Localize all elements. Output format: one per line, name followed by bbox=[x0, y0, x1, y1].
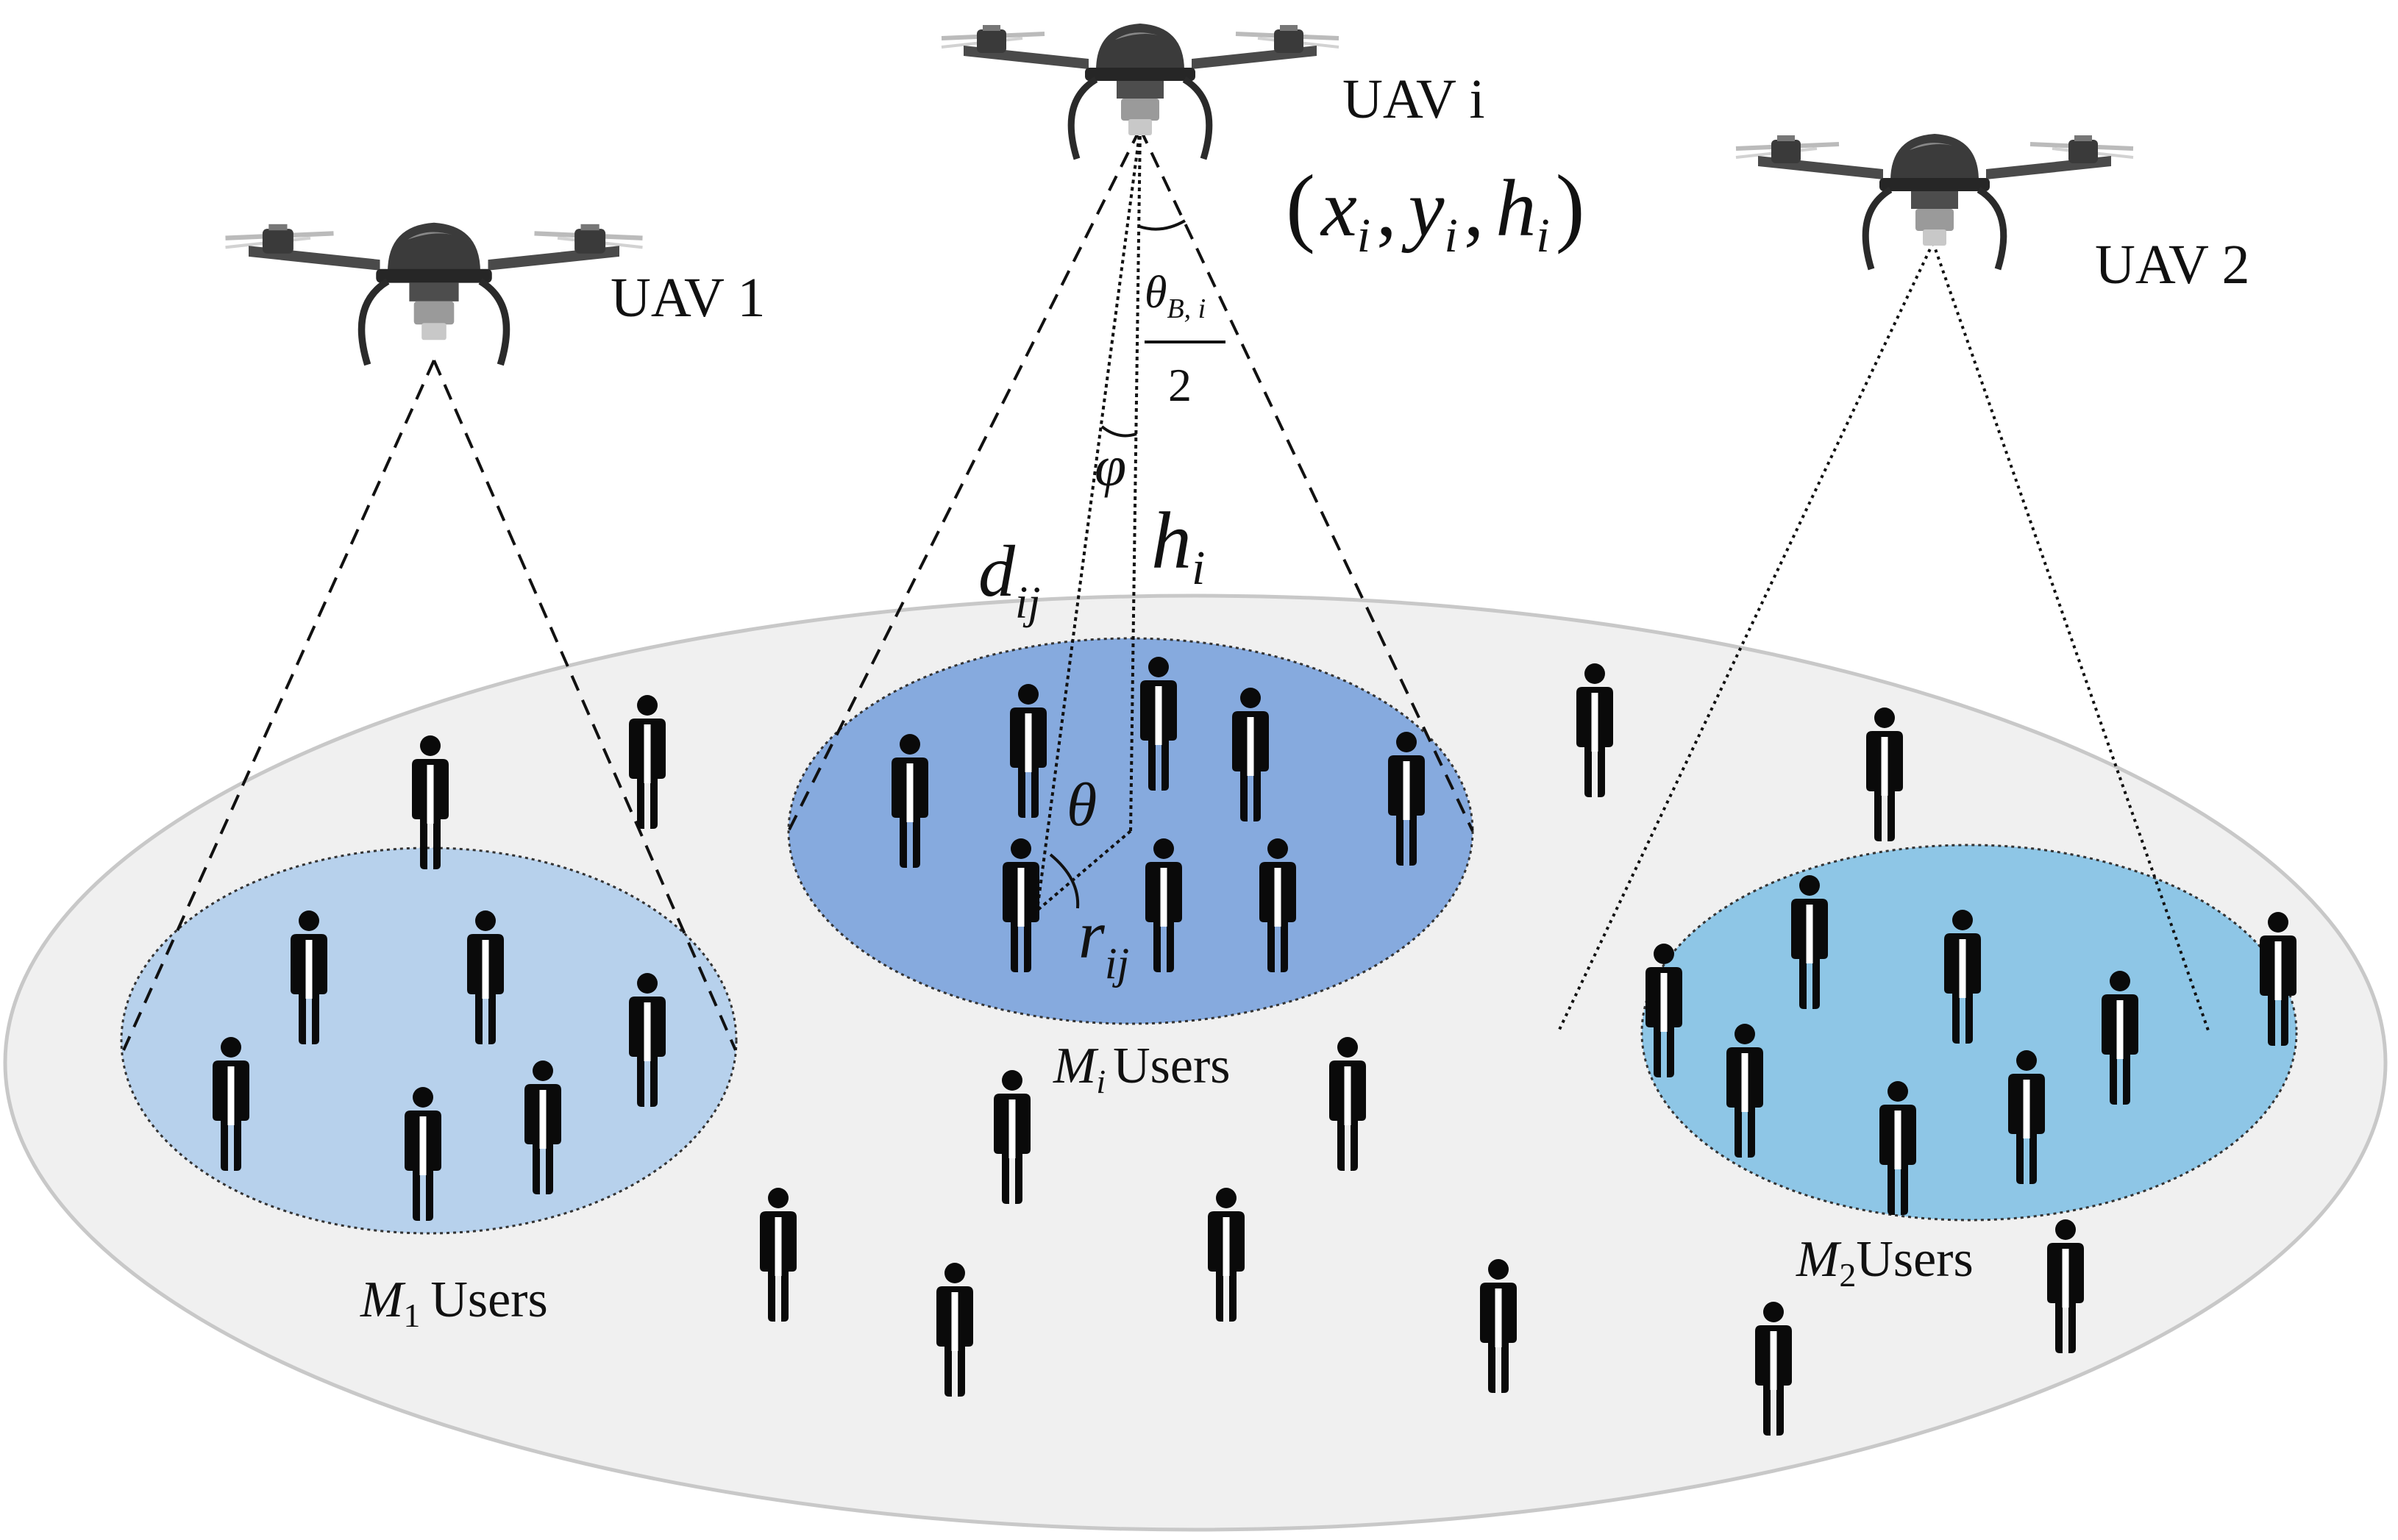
ground-distance-line-rij bbox=[1036, 830, 1132, 912]
phi-angle-arc bbox=[1100, 425, 1137, 438]
height-symbol: hi bbox=[1151, 496, 1205, 595]
uav-i-label: UAV i bbox=[1342, 68, 1485, 130]
uav-2-drone-icon bbox=[1736, 134, 2133, 269]
distance-symbol: dij bbox=[978, 530, 1040, 628]
uav-2-label: UAV 2 bbox=[2095, 234, 2249, 296]
ground-area bbox=[3, 593, 2388, 1532]
distance-line-dij bbox=[1036, 128, 1142, 911]
angle-arcs bbox=[1049, 219, 1186, 909]
phi-symbol: φ bbox=[1095, 434, 1126, 498]
beam-angle-denominator: 2 bbox=[1168, 359, 1192, 411]
beam-angle-symbol: θB, i bbox=[1145, 268, 1206, 324]
cluster-m2-label: M2Users bbox=[1796, 1231, 1974, 1294]
cluster-area-m1 bbox=[120, 846, 738, 1235]
coverage-cone-uav-1 bbox=[122, 360, 737, 1051]
theta-symbol: θ bbox=[1067, 771, 1097, 839]
beam-angle-arc bbox=[1139, 219, 1186, 231]
coverage-cone-uav-2 bbox=[1556, 242, 2210, 1033]
theta-angle-arc bbox=[1049, 853, 1080, 909]
coverage-cone-uav-i bbox=[787, 128, 1474, 832]
uav-1-drone-icon bbox=[226, 223, 643, 365]
geometry-lines bbox=[1036, 128, 1142, 912]
uav-1-label: UAV 1 bbox=[611, 267, 765, 329]
uav-i-coordinates: (xi,yi,hi) bbox=[1286, 157, 1585, 263]
ground-distance-symbol: rij bbox=[1078, 897, 1129, 988]
